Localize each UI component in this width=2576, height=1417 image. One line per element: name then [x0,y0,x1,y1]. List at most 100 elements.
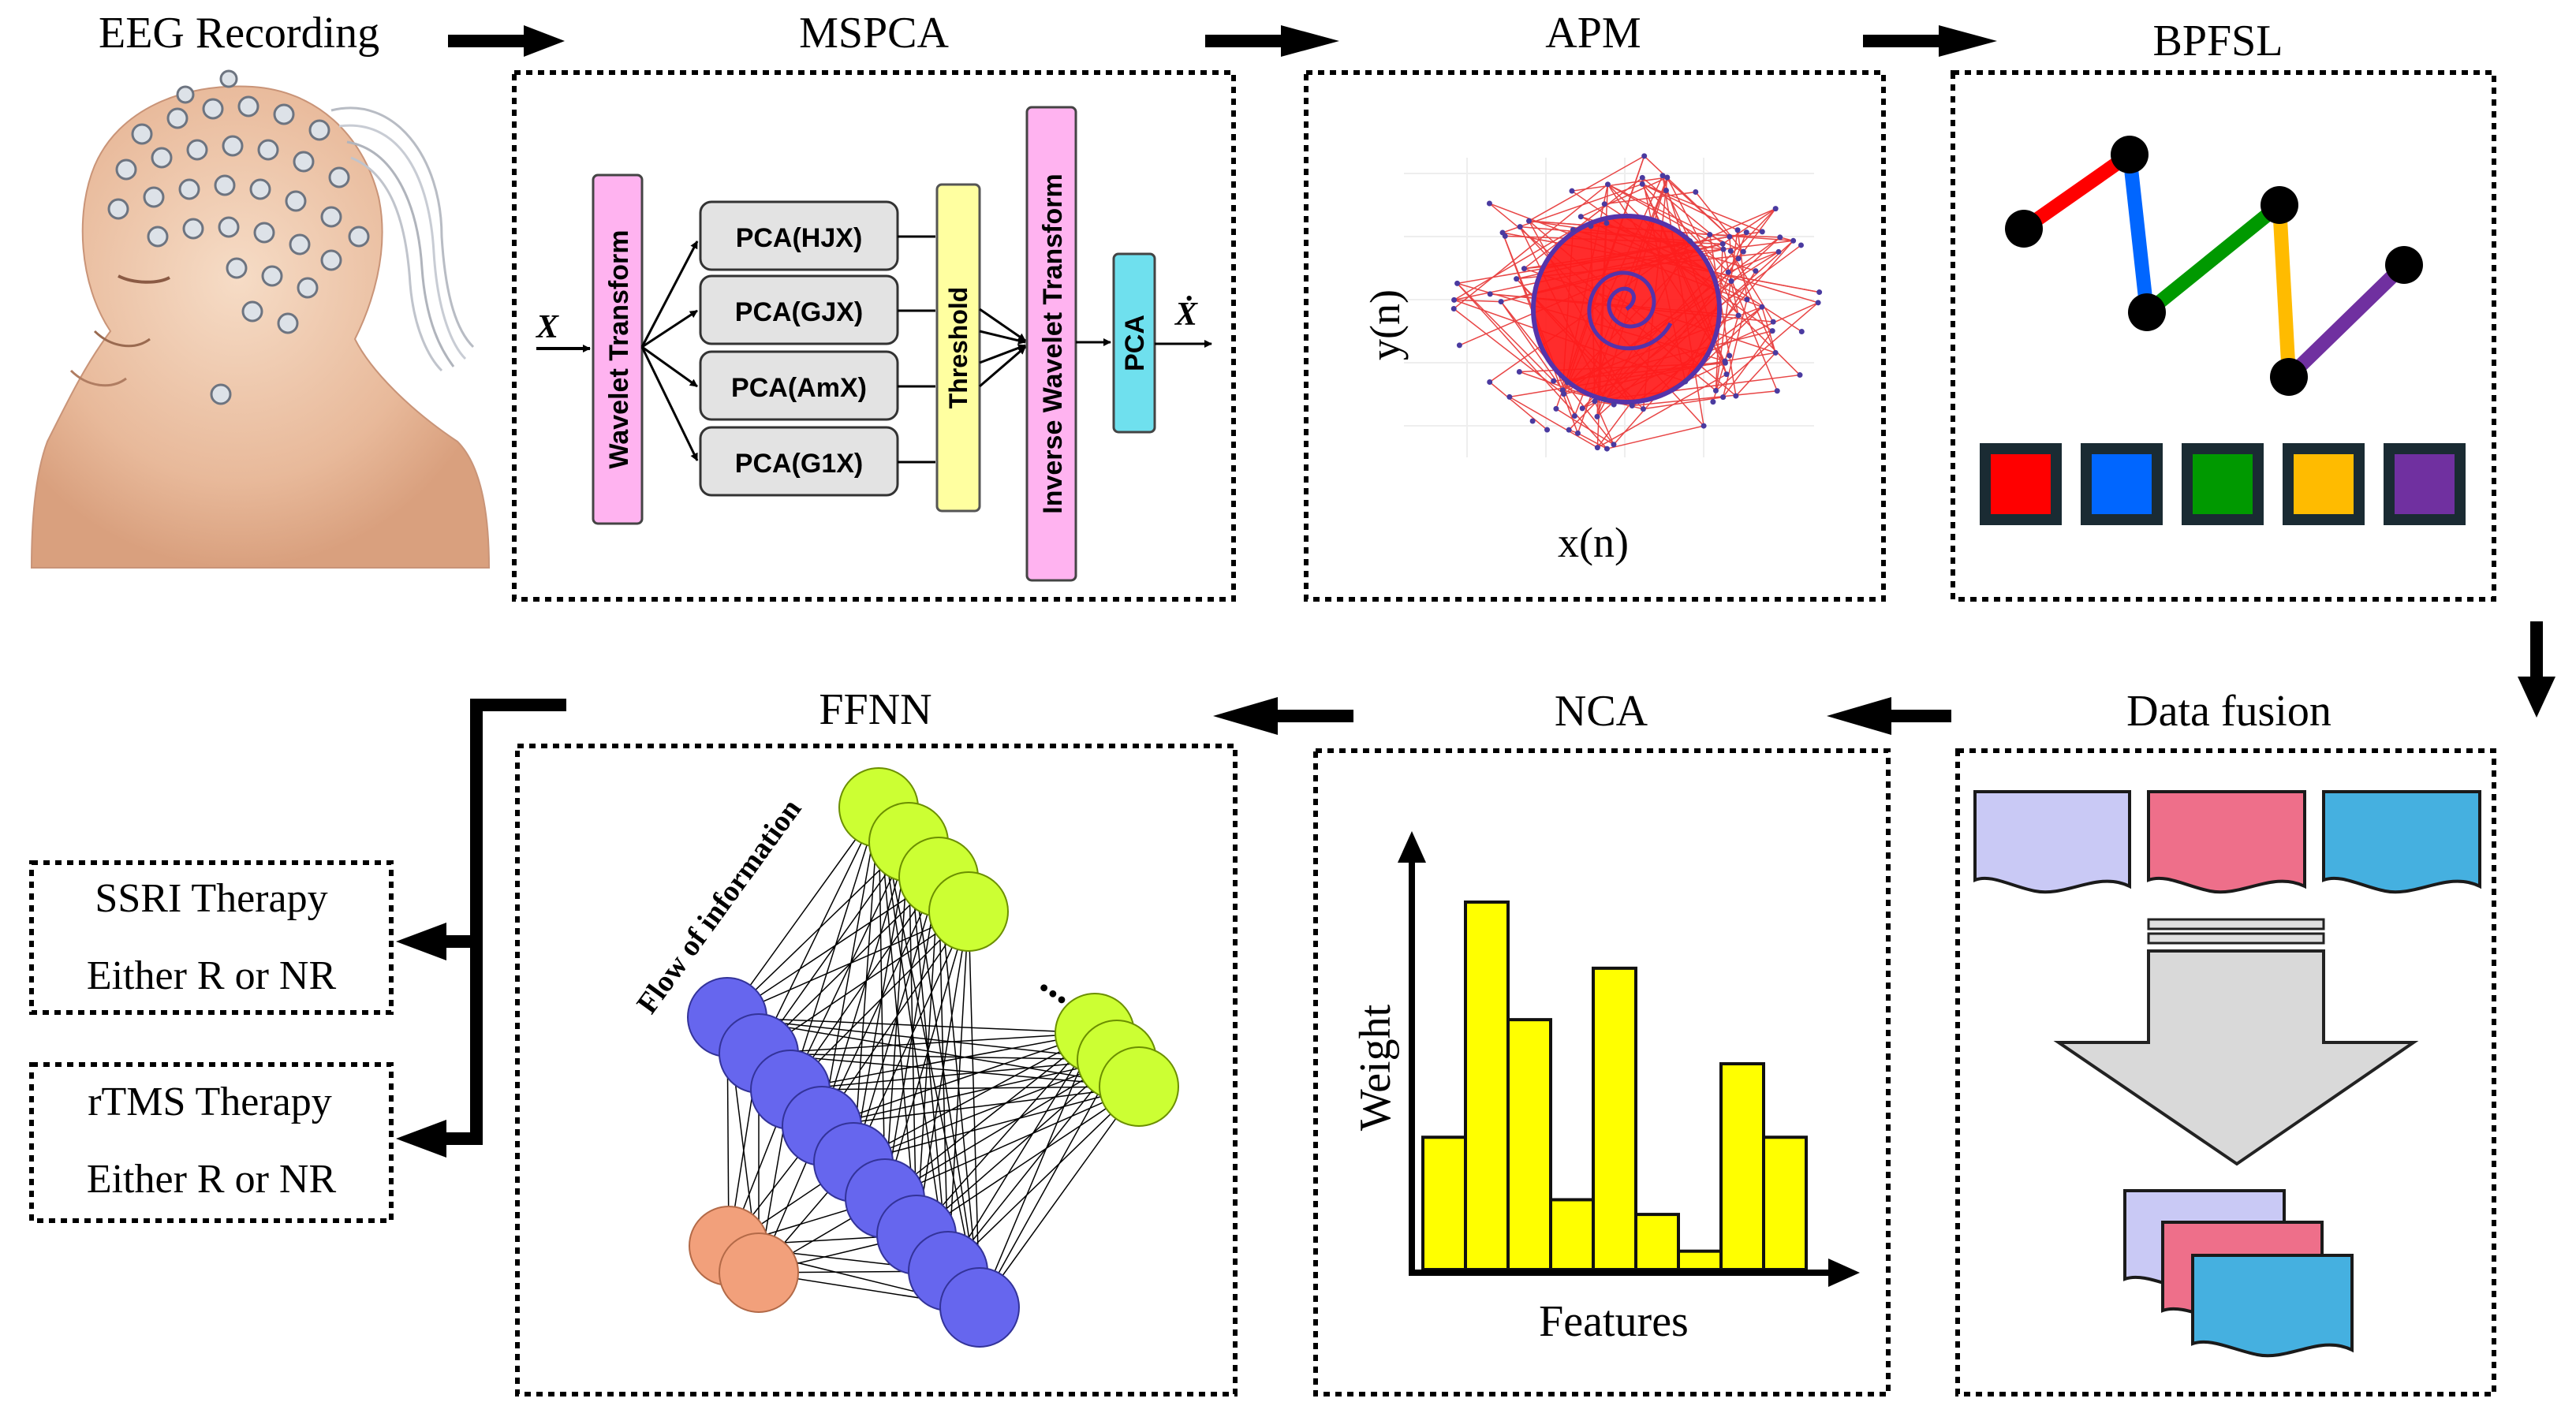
apm-point [1659,173,1666,179]
apm-point [1733,393,1739,399]
ffnn-edge [821,841,909,1127]
bpfsl-node [2270,358,2308,396]
ffnn-edge [853,841,909,1163]
apm-point [1514,276,1520,282]
apm-point [1559,387,1566,393]
ffnn-edge [878,807,980,1308]
nca-bars [1421,901,1808,1272]
ffnn-edge [884,1086,1140,1199]
apm-trajectory-line [1457,282,1607,449]
threshold-label: Threshold [944,287,973,409]
ffnn-edge [884,1059,1118,1199]
apm-trajectory-line [1709,233,1780,238]
apm-point [1629,403,1635,409]
apm-point [1693,189,1699,196]
apm-point [1744,296,1750,303]
ffnn-edge [790,1032,1096,1091]
apm-point [1640,406,1646,412]
apm-trajectory-line [1730,250,1774,323]
ffnn-edge [821,807,879,1127]
apm-point [1710,399,1716,405]
nca-bar [1464,901,1510,1271]
apm-point [1525,218,1532,224]
ffnn-output-node [719,1232,799,1313]
apm-point [1579,405,1585,412]
apm-xlabel: x(n) [1558,519,1629,566]
ffnn-hidden-node [939,1267,1020,1348]
ffnn-edge [726,807,879,1018]
apm-trajectory-line [1607,425,1704,449]
fusion-doc-2 [2147,790,2306,894]
ffnn-edge [979,1059,1118,1308]
apm-point [1707,232,1713,238]
fusion-arrow-bar-2 [2147,932,2325,945]
nca-bar [1719,1062,1765,1272]
flow-arrow-2 [1205,25,1339,57]
bpfsl-graph [1980,136,2466,525]
ffnn-edge [878,807,949,1272]
ffnn-edge [758,1032,1096,1054]
apm-point [1574,430,1581,436]
apm-point [1728,278,1734,285]
ffnn-edge [790,1059,1118,1091]
ffnn-box [515,744,1238,1396]
apm-trajectory-line [1454,299,1502,303]
fusion-doc-1 [1973,790,2131,894]
apm-point [1569,188,1575,194]
bpfsl-swatch [1991,454,2051,514]
apm-core-ring [1531,214,1722,405]
apm-point [1798,242,1804,248]
ffnn-edge [726,876,939,1018]
apm-point [1594,445,1600,451]
pca-box-gj-label: PCA(GJX) [735,297,863,327]
apm-point [1594,413,1600,420]
fusion-out-doc-3 [2191,1254,2354,1358]
apm-point [1611,401,1617,408]
apm-point [1770,319,1776,325]
bpfsl-node [2005,210,2043,248]
apm-point [1759,304,1765,310]
apm-point [1753,268,1759,274]
pca-final-label: PCA [1120,315,1150,371]
apm-point [1663,187,1669,193]
stage-title-apm: APM [1545,9,1641,58]
apm-point [1451,296,1458,303]
ffnn-edge [938,876,949,1272]
mspca-output-label: Ẋ [1174,296,1198,333]
ffnn-edge [853,876,939,1163]
eeg-head-illustration [30,69,491,569]
apm-point [1797,372,1803,378]
ffnn-edge [853,807,879,1163]
bpfsl-swatch [2395,454,2455,514]
apm-plot: y(n) x(n) [1361,153,1823,566]
apm-point [1487,291,1493,297]
apm-point [1775,248,1782,255]
pca-box-g1-label: PCA(G1X) [735,449,863,479]
flow-arrow-1 [448,25,565,57]
apm-point [1816,289,1823,296]
apm-point [1727,352,1733,359]
ffnn-edge [758,1053,1140,1087]
ffnn-edge [726,1016,1140,1087]
ffnn-edge [790,807,879,1091]
nca-bar [1592,966,1637,1271]
apm-point [1735,312,1742,319]
bpfsl-node [2111,136,2149,173]
rtms-result-label: Either R or NR [87,1157,337,1202]
apm-trajectory-line [1735,352,1776,397]
apm-trajectory-line [1723,330,1773,398]
apm-point [1506,393,1513,400]
ffnn-edge [726,1016,1118,1061]
nca-xlabel: Features [1539,1297,1689,1346]
ffnn-edge [790,1086,1140,1091]
apm-ylabel: y(n) [1361,289,1409,360]
apm-trajectory-line [1641,183,1763,233]
nca-y-axis-arrow [1398,831,1426,863]
nca-bar [1506,1018,1552,1271]
bpfsl-node [2385,246,2423,284]
apm-trajectory-line [1571,177,1667,192]
nca-bar [1634,1213,1680,1271]
apm-trajectory-line [1723,240,1794,250]
apm-trajectory-line [1727,251,1779,273]
stage-title-mspca: MSPCA [799,9,949,58]
